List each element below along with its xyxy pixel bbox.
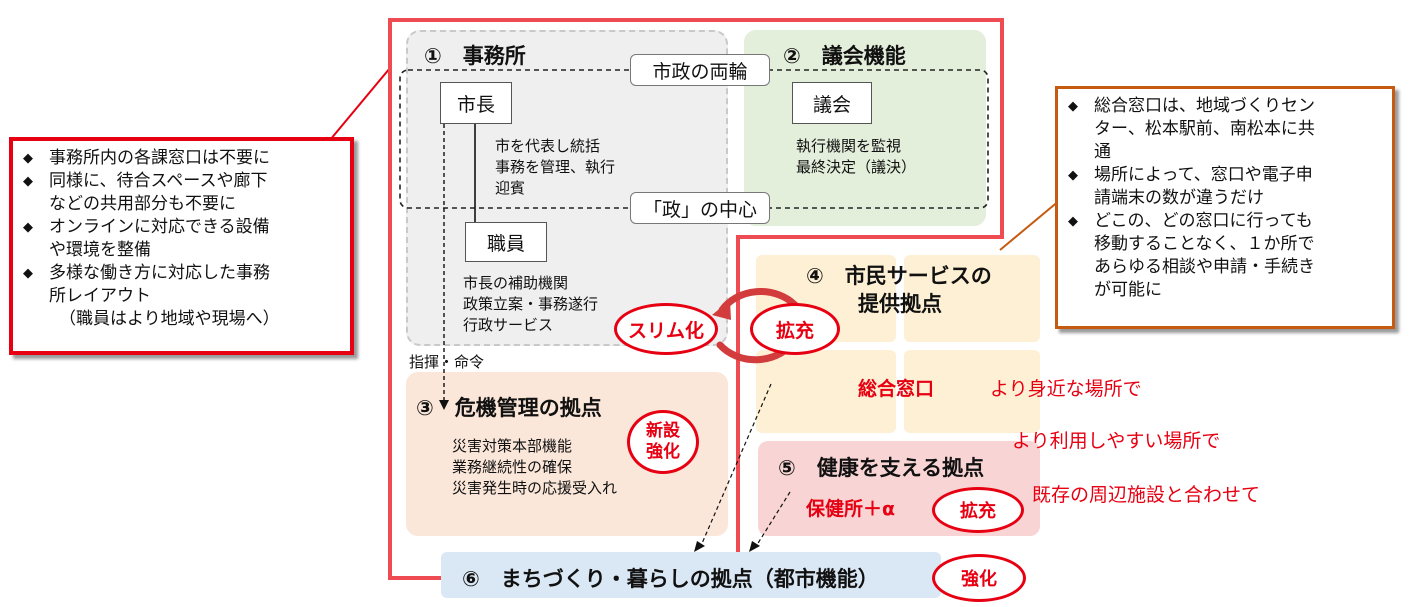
right-callout-line: [999, 199, 1061, 251]
left_note-bullet-text: 多様な働き方に対応した事務所レイアウト: [49, 262, 270, 308]
mayor-description: 市を代表し統括 事務を管理、執行 迎賓: [495, 136, 615, 199]
new-strengthen-badge: 新設 強化: [627, 410, 699, 474]
badge-line: 強化: [646, 442, 680, 462]
bullet-line: などの共用部分も不要に: [49, 194, 236, 214]
council-desc-line: 最終決定（議決）: [796, 158, 917, 176]
politics-center-tag: 「政」の中心: [630, 192, 770, 224]
staff-desc-line: 市長の補助機関: [463, 274, 569, 292]
town-panel: [441, 552, 941, 598]
left_note-bullet-item: ◆ オンラインに対応できる設備や環境を整備: [23, 216, 340, 262]
health-sub: 保健所＋α: [806, 498, 896, 520]
town-title: ⑥ まちづくり・暮らしの拠点（都市機能）: [462, 567, 879, 591]
council-description: 執行機関を監視 最終決定（議決）: [796, 136, 916, 178]
council-title: ② 議会機能: [783, 44, 906, 68]
bullet-line: ター、松本駅前、南松本に共: [1094, 119, 1315, 139]
bullet-line: 移動することなく、１か所で: [1094, 234, 1315, 254]
right_note-bullet-item: ◆ 総合窓口は、地域づくりセンター、松本駅前、南松本に共通: [1068, 95, 1382, 164]
right_note-bullet-text: 総合窓口は、地域づくりセンター、松本駅前、南松本に共通: [1094, 95, 1315, 164]
bullet-line: オンラインに対応できる設備: [49, 217, 270, 237]
bullet-line: どこの、どの窓口に行っても: [1094, 211, 1313, 231]
left_note-bullet-text: 同様に、待合スペースや廊下などの共用部分も不要に: [49, 170, 267, 216]
left_note-bullet-text: 事務所内の各課窓口は不要に: [49, 147, 270, 170]
right_note-bullet-item: ◆ 場所によって、窓口や電子申請端末の数が違うだけ: [1068, 164, 1382, 210]
council-desc-line: 執行機関を監視: [796, 137, 902, 155]
left-note-footnote: （職員はより地域や現場へ）: [59, 309, 280, 329]
staff-desc-line: 政策立案・事務遂行: [463, 295, 599, 313]
left_note-bullet-text: オンラインに対応できる設備や環境を整備: [49, 216, 270, 262]
bullet-line: 場所によって、窓口や電子申: [1094, 165, 1313, 185]
crisis-title: ③ 危機管理の拠点: [416, 396, 602, 420]
diamond-bullet-icon: ◆: [23, 220, 33, 235]
citizen-note-1: より身近な場所で: [990, 378, 1142, 400]
bullet-line: や環境を整備: [49, 240, 151, 260]
staff-description: 市長の補助機関 政策立案・事務遂行 行政サービス: [463, 273, 598, 336]
staff-box: 職員: [465, 222, 547, 262]
citizen-note-2: より利用しやすい場所で: [1012, 430, 1221, 452]
crisis-description: 災害対策本部機能 業務継続性の確保 災害発生時の応援受入れ: [452, 436, 617, 499]
mayor-box: 市長: [440, 82, 512, 124]
left-note: ◆事務所内の各課窓口は不要に◆同様に、待合スペースや廊下などの共用部分も不要に◆…: [9, 137, 354, 355]
mayor-desc-line: 迎賓: [495, 179, 526, 197]
citizen-title: ④ 市民サービスの 提供拠点: [806, 262, 992, 318]
right_note-bullet-text: どこの、どの窓口に行っても移動することなく、１か所であらゆる相談や申請・手続きが…: [1094, 210, 1315, 302]
expand-badge-citizen: 拡充: [750, 303, 840, 355]
bullet-line: が可能に: [1094, 280, 1162, 300]
bullet-line: 同様に、待合スペースや廊下: [49, 171, 268, 191]
left-callout-line: [329, 67, 391, 141]
bullet-line: 請端末の数が違うだけ: [1094, 188, 1264, 208]
council-box: 議会: [792, 82, 872, 124]
diamond-bullet-icon: ◆: [1068, 214, 1078, 229]
crisis-desc-line: 災害発生時の応援受入れ: [452, 479, 618, 497]
bullet-line: 多様な働き方に対応した事務: [49, 263, 270, 283]
strengthen-badge-town: 強化: [932, 554, 1026, 602]
bullet-line: 事務所内の各課窓口は不要に: [49, 148, 270, 168]
bullet-line: 所レイアウト: [49, 286, 151, 306]
diamond-bullet-icon: ◆: [23, 174, 33, 189]
left_note-bullet-item: ◆ 多様な働き方に対応した事務所レイアウト: [23, 262, 340, 308]
mayor-desc-line: 市を代表し統括: [495, 137, 601, 155]
right-note: ◆ 総合窓口は、地域づくりセンター、松本駅前、南松本に共通 ◆ 場所によって、窓口や電…: [1055, 86, 1395, 329]
bullet-line: 通: [1094, 142, 1111, 162]
diamond-bullet-icon: ◆: [1068, 99, 1078, 114]
crisis-desc-line: 業務継続性の確保: [452, 458, 573, 476]
office-title: ① 事務所: [424, 44, 526, 68]
right_note-bullet-item: ◆ どこの、どの窓口に行っても移動することなく、１か所であらゆる相談や申請・手続き…: [1068, 210, 1382, 302]
left_note-bullet-item: ◆ 事務所内の各課窓口は不要に: [23, 147, 340, 170]
citizen-title-line: 提供拠点: [858, 292, 942, 316]
diamond-bullet-icon: ◆: [23, 266, 33, 281]
slim-badge: スリム化: [614, 303, 718, 355]
citizen-note-3: 既存の周辺施設と合わせて: [1032, 484, 1261, 506]
staff-desc-line: 行政サービス: [463, 316, 554, 334]
health-title: ⑤ 健康を支える拠点: [778, 456, 985, 480]
bullet-line: あらゆる相談や申請・手続き: [1094, 257, 1315, 277]
citizen-title-line: ④ 市民サービスの: [806, 264, 992, 288]
diamond-bullet-icon: ◆: [23, 151, 33, 166]
command-label: 指揮・命令: [409, 353, 485, 371]
general-window-label: 総合窓口: [858, 378, 935, 400]
diamond-bullet-icon: ◆: [1068, 168, 1078, 183]
badge-line: 新設: [646, 421, 680, 441]
mayor-desc-line: 事務を管理、執行: [495, 158, 616, 176]
left_note-bullet-item: ◆ 同様に、待合スペースや廊下などの共用部分も不要に: [23, 170, 340, 216]
crisis-desc-line: 災害対策本部機能: [452, 437, 573, 455]
right_note-bullet-text: 場所によって、窓口や電子申請端末の数が違うだけ: [1094, 164, 1313, 210]
two-wheels-tag: 市政の両輪: [630, 54, 770, 86]
bullet-line: 総合窓口は、地域づくりセン: [1094, 96, 1315, 116]
expand-badge-health: 拡充: [932, 487, 1024, 533]
